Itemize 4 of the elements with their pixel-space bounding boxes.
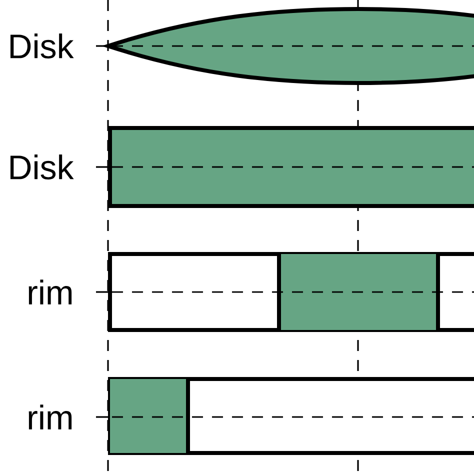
row-label: rim	[28, 280, 72, 304]
row-label: Disk	[10, 34, 74, 58]
row-label: rim	[28, 404, 72, 430]
row-label: Disk	[10, 154, 74, 180]
